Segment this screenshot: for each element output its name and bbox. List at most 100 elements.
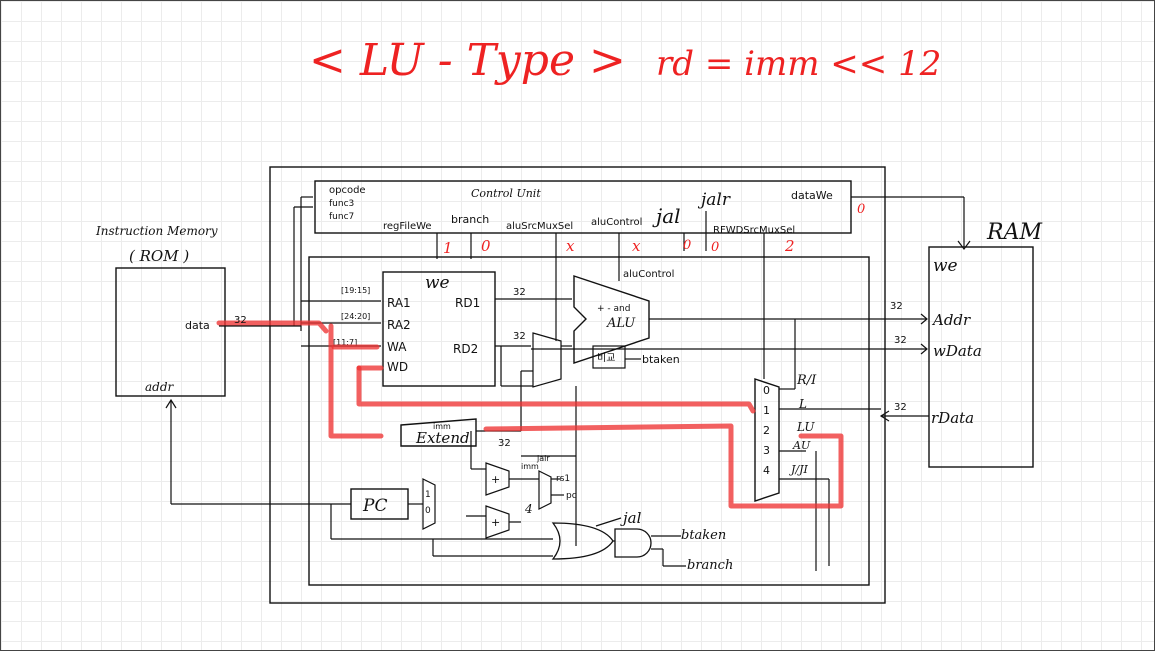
cu-out-regfilewe: regFileWe — [383, 221, 432, 232]
cu-val-datawe: 0 — [857, 202, 865, 217]
path-wd-return — [356, 365, 756, 414]
alu: + - and ALU aluControl 비교 btaken 32 32 — [495, 269, 881, 369]
alu-ops: + - and — [597, 304, 630, 314]
pc-adder-bottom — [485, 505, 510, 539]
cu-input-opcode: opcode — [329, 185, 366, 196]
pc-adder-const: 4 — [524, 502, 533, 516]
control-unit: opcode func3 func7 Control Unit regFileW… — [314, 180, 971, 379]
alu-btaken: btaken — [642, 353, 680, 366]
cu-input-func7: func7 — [329, 212, 354, 222]
register-file: we RA1 RA2 WA WD RD1 RD2 [19:15] [24:20]… — [301, 271, 496, 387]
branch-jal-label: jal — [620, 509, 642, 527]
regfile-wd: WD — [387, 360, 408, 374]
rom-bus-width: 32 — [234, 315, 247, 326]
alu-bus-width-b: 32 — [513, 331, 526, 342]
extend-label: Extend — [415, 429, 470, 447]
title-formula: rd = imm << 12 — [656, 44, 941, 84]
wd-mux-in-0: 0 — [763, 384, 770, 397]
ram-box — [928, 246, 1034, 468]
wd-mux-label-l: L — [798, 397, 807, 411]
lu-type-path — [216, 320, 844, 509]
title-heading: < LU - Type > — [309, 35, 626, 86]
regfile-box — [382, 271, 496, 387]
extend-width: 32 — [498, 438, 511, 449]
alu-src-mux — [532, 332, 562, 388]
branch-branch-label: branch — [687, 558, 733, 573]
ram-addr: Addr — [931, 311, 971, 329]
cu-val-alusrcmuxsel: x — [566, 237, 575, 255]
cu-val-alucontrol: x — [632, 237, 641, 255]
cu-val-regfilewe: 1 — [443, 239, 453, 257]
instruction-memory: Instruction Memory ( ROM ) data addr — [95, 224, 351, 505]
cu-title: Control Unit — [471, 187, 541, 200]
rom-label: Instruction Memory — [95, 224, 218, 238]
wd-mux-in-3: 3 — [763, 444, 770, 457]
pc-adder-top-plus: + — [491, 473, 500, 486]
datapath-box — [308, 256, 870, 586]
or-gate — [551, 522, 614, 560]
alu-shape — [573, 275, 650, 364]
cu-out-alusrcmuxsel: aluSrcMuxSel — [506, 221, 573, 232]
regfile-wa: WA — [387, 340, 407, 354]
extend-unit: Extend imm 32 — [400, 370, 533, 469]
wd-mux-in-4: 4 — [763, 464, 770, 477]
pc-mux-in-1: 0 — [425, 506, 431, 516]
cu-out-rfwdsrcmuxsel: RFWDSrcMuxSel — [713, 225, 795, 236]
cu-val-jal: 0 — [683, 238, 691, 253]
cpu-outer-box — [269, 166, 886, 604]
cu-out-alucontrol: aluControl — [591, 217, 642, 228]
cu-val-jalr: 0 — [711, 240, 719, 255]
regfile-rd2: RD2 — [453, 342, 478, 356]
cu-val-rfwdsrcmuxsel: 2 — [784, 237, 795, 255]
pc-logic: PC 1 0 + imm jalr + 4 rs1 pc — [330, 454, 577, 557]
pc-label: PC — [362, 496, 387, 516]
pc-mux-label-jalr: jalr — [536, 454, 550, 463]
regfile-ra1-bits: [19:15] — [341, 286, 370, 295]
wd-mux-in-2: 2 — [763, 424, 770, 437]
ram-we: we — [933, 256, 958, 276]
ram-wdata-width: 32 — [894, 335, 907, 346]
alu-label: ALU — [606, 316, 636, 331]
extend-imm-label: imm — [433, 422, 451, 431]
ram-wdata: wData — [933, 342, 982, 360]
ram-rdata: rData — [931, 409, 974, 427]
data-memory: RAM we Addr wData rData 32 32 32 — [531, 220, 1042, 468]
cu-val-branch: 0 — [481, 237, 491, 255]
path-instruction-bus — [216, 320, 329, 334]
ram-rdata-width: 32 — [894, 402, 907, 413]
pc-mux-label-imm: imm — [521, 462, 539, 471]
wd-mux-label-lu: LU — [796, 420, 815, 434]
wd-mux-in-1: 1 — [763, 404, 770, 417]
wd-mux-label-j: J/JI — [789, 463, 809, 476]
rom-label-2: ( ROM ) — [129, 247, 189, 265]
pc-adder-top — [485, 462, 510, 496]
wd-mux-shape — [754, 378, 780, 502]
branch-btaken-label: btaken — [681, 528, 726, 543]
comparator-box — [592, 345, 626, 369]
rom-data-port: data — [185, 319, 210, 332]
cu-out-branch: branch — [451, 213, 489, 226]
cu-out-jal: jal — [652, 204, 681, 228]
wd-mux-label-au: AU — [792, 439, 811, 452]
alu-control-label: aluControl — [623, 269, 674, 280]
pc-mux-label-rs1: rs1 — [556, 474, 570, 484]
rom-box — [115, 267, 226, 397]
cu-out-jalr: jalr — [697, 190, 731, 210]
regfile-ra2-bits: [24:20] — [341, 312, 370, 321]
and-gate — [614, 528, 652, 558]
comparator-label: 비교 — [597, 352, 615, 364]
regfile-we: we — [425, 273, 450, 293]
regfile-wa-bits: [11:7] — [333, 338, 357, 347]
pc-mux — [422, 478, 436, 530]
extend-box — [400, 418, 477, 447]
regfile-rd1: RD1 — [455, 296, 480, 310]
jalr-mux — [538, 470, 552, 510]
path-extend-to-mux — [483, 423, 844, 509]
cu-input-func3: func3 — [329, 199, 354, 209]
branch-logic: jal btaken branch — [551, 509, 733, 573]
ram-label: RAM — [986, 220, 1042, 245]
pc-mux-label-pc: pc — [566, 491, 577, 501]
wd-src-mux: 0 1 2 3 4 R/I L LU AU J/JI — [754, 319, 881, 571]
